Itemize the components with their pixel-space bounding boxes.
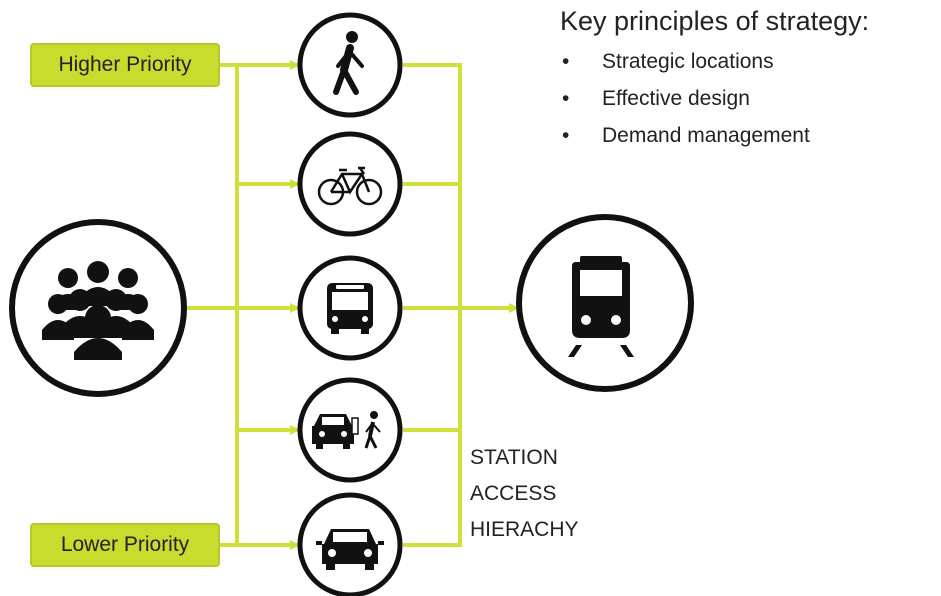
principle-item: Strategic locations [560, 43, 869, 80]
train-icon [568, 256, 634, 357]
kiss-and-ride-node [297, 377, 403, 483]
hierarchy-line: HIERACHY [470, 518, 579, 541]
principles-title: Key principles of strategy: [560, 6, 870, 36]
bicycle-icon [317, 166, 383, 206]
higher-priority-badge: Higher Priority [30, 43, 220, 87]
car-drop-off-icon [312, 411, 381, 449]
bike-node [297, 131, 403, 237]
higher-priority-label: Higher Priority [58, 53, 192, 76]
train-node [516, 214, 694, 392]
lower-priority-badge: Lower Priority [30, 523, 220, 567]
bus-node [297, 255, 403, 361]
principles-list: Strategic locations Effective design Dem… [560, 43, 869, 154]
hierarchy-line: STATION [470, 446, 558, 469]
connector-lines [185, 60, 519, 550]
lower-priority-label: Lower Priority [60, 533, 190, 556]
principle-item: Effective design [560, 80, 869, 117]
people-group-icon [42, 261, 154, 360]
strategy-principles: Key principles of strategy: Strategic lo… [560, 6, 869, 154]
principle-item: Demand management [560, 117, 869, 154]
station-access-hierarchy-label: STATION ACCESS HIERACHY [470, 440, 579, 548]
hierarchy-line: ACCESS [470, 482, 557, 505]
car-icon [316, 529, 384, 570]
pedestrian-icon [333, 31, 364, 95]
car-node [297, 492, 403, 596]
walk-node [297, 12, 403, 118]
people-node [9, 219, 187, 397]
bus-icon [327, 283, 373, 334]
